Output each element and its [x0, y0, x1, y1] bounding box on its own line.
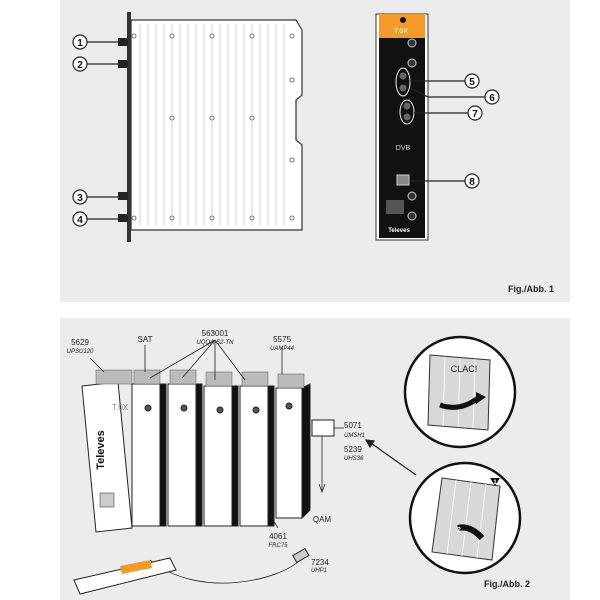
part-code-5629: 5629 [71, 338, 89, 347]
callout-3: 3 [77, 193, 83, 204]
part-model-frc75: FRC75 [268, 543, 288, 549]
figure1-caption: Fig./Abb. 1 [508, 284, 554, 294]
module-brand-top: T.0X [394, 28, 408, 35]
callout-5: 5 [469, 77, 475, 88]
callout-6: 6 [489, 93, 495, 104]
headend-rack [81, 369, 335, 533]
part-qam: QAM [313, 515, 332, 524]
step-2: 2 [457, 527, 461, 534]
heatsink-side-view [118, 12, 303, 242]
pointer-arrow [364, 439, 417, 476]
module-label: DVB [396, 145, 411, 152]
callouts-right [409, 73, 500, 189]
clac-text: CLAC! [451, 364, 478, 374]
mount-detail-tilt [408, 461, 522, 575]
callouts-left [72, 34, 118, 227]
part-model-upsu120: UPSU120 [67, 349, 94, 355]
part-code-7234: 7234 [311, 558, 329, 567]
part-code-4061: 4061 [269, 532, 287, 541]
part-code-563001: 563001 [202, 329, 229, 338]
programmer-device [73, 547, 310, 595]
part-model-uamp44: UAMP44 [270, 346, 295, 352]
part-model-uqqa: UQQA-S2-TN [196, 340, 234, 346]
psu-brand: Televes [95, 430, 107, 470]
mount-detail-clac [403, 335, 517, 449]
psu-logo: T.0X [112, 403, 129, 412]
module-front-view [375, 13, 429, 241]
part-code-5239: 5239 [344, 445, 362, 454]
figure2-caption: Fig./Abb. 2 [484, 579, 530, 589]
part-model-umsh1: UMSH1 [344, 433, 365, 439]
part-model-uhp1: UHP1 [311, 568, 327, 574]
part-code-5575: 5575 [273, 335, 291, 344]
callout-1: 1 [77, 38, 83, 49]
callout-2: 2 [77, 60, 83, 71]
callout-7: 7 [472, 109, 478, 120]
callout-4: 4 [77, 215, 83, 226]
step-1: 1 [493, 480, 497, 486]
part-model-uhs36: UHS36 [344, 456, 364, 462]
module-brand-bottom: Televes [388, 228, 410, 234]
part-code-5071: 5071 [344, 421, 362, 430]
callout-8: 8 [469, 177, 475, 188]
part-sat: SAT [138, 335, 153, 344]
